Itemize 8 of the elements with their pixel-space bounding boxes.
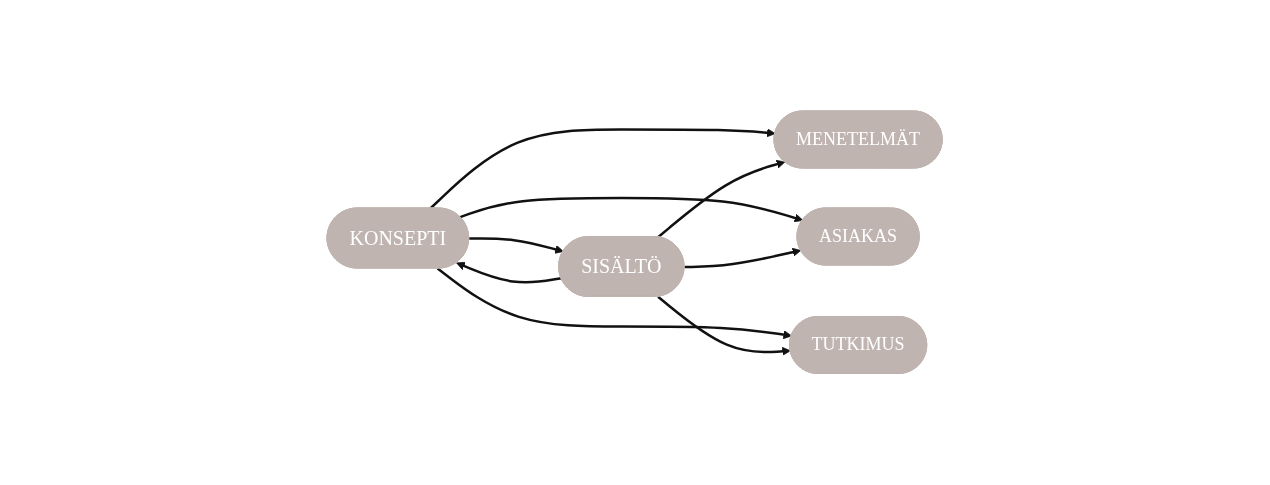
arrow <box>684 248 802 269</box>
arrow <box>429 128 776 210</box>
arrow <box>469 237 565 254</box>
arrow <box>456 262 562 284</box>
arrow <box>657 296 792 356</box>
arrow <box>657 160 786 239</box>
arrow <box>460 197 804 223</box>
arrow <box>437 267 793 340</box>
